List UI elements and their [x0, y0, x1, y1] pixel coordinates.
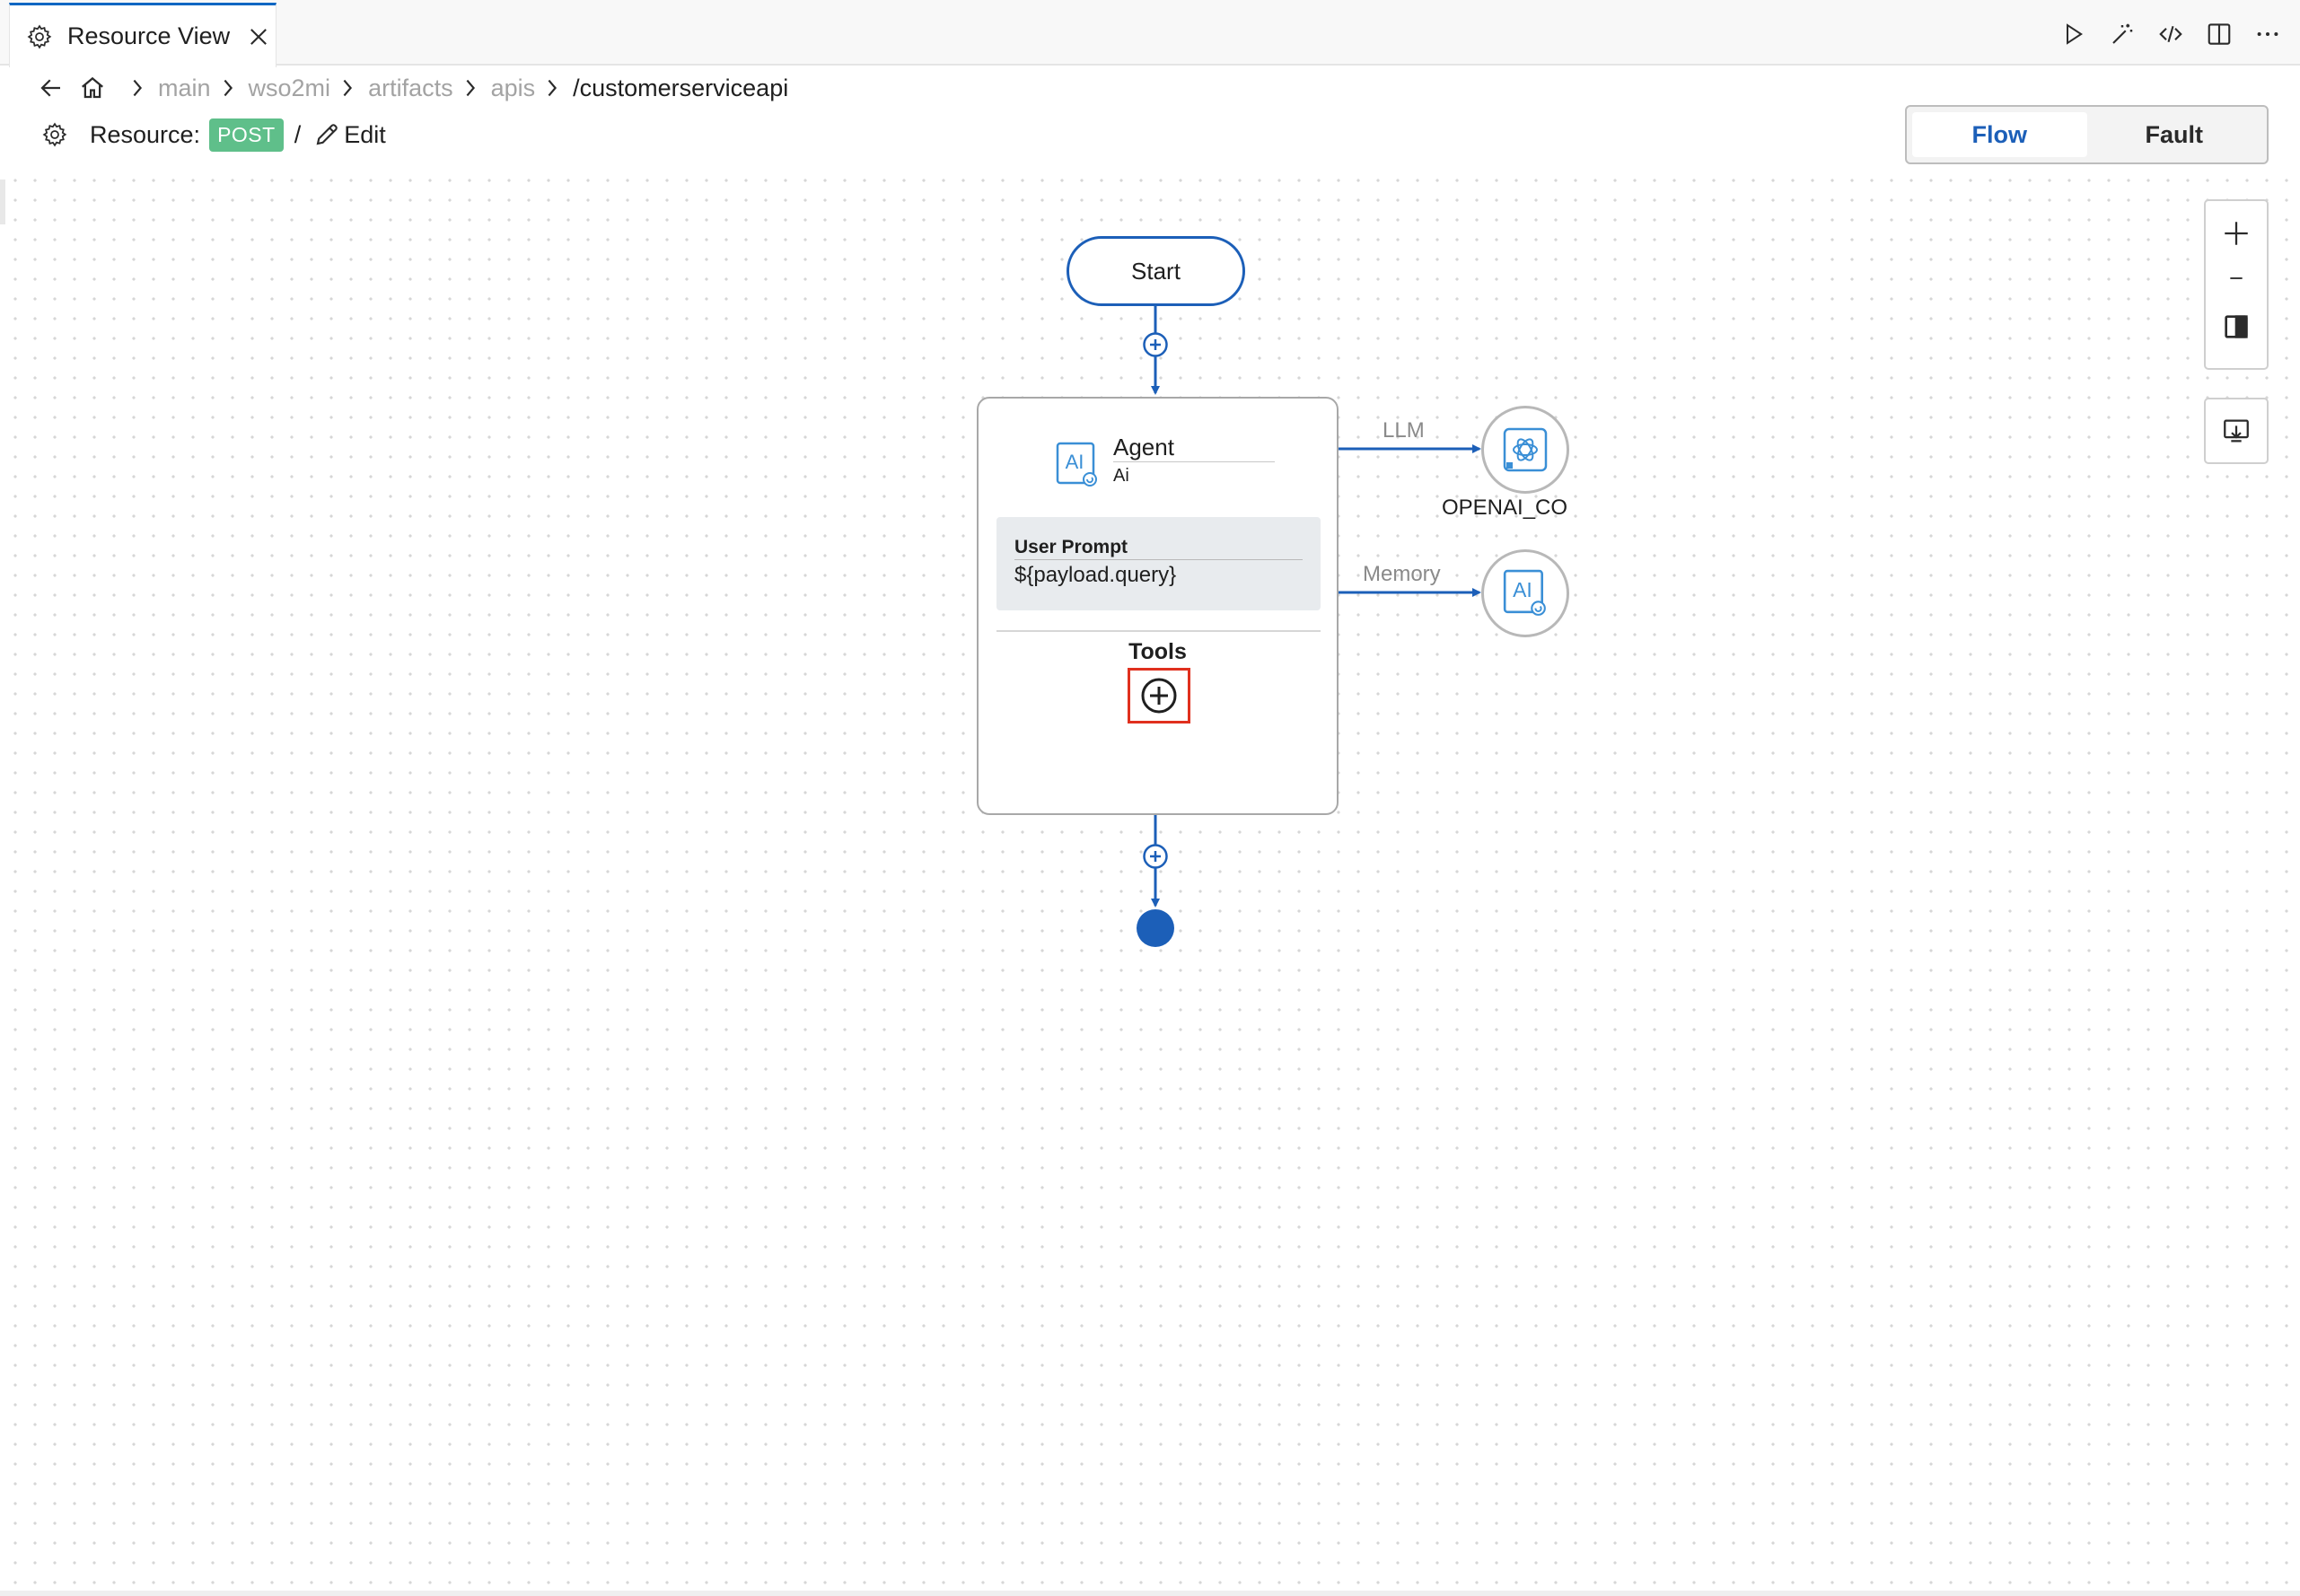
- zoom-controls: [2204, 199, 2269, 370]
- magic-wand-icon: [2112, 23, 2133, 44]
- ai-assist-button[interactable]: [2108, 18, 2137, 50]
- divider: [996, 630, 1321, 632]
- edge-label-memory: Memory: [1363, 562, 1441, 586]
- ellipsis-icon: [2257, 32, 2278, 36]
- tab-fault[interactable]: Fault: [2145, 120, 2204, 148]
- ai-agent-icon: AI: [1056, 442, 1097, 487]
- pencil-icon: [316, 124, 338, 145]
- chevron-right-icon: [129, 76, 149, 100]
- user-prompt-box[interactable]: User Prompt ${payload.query}: [996, 517, 1321, 610]
- home-button[interactable]: [79, 74, 108, 102]
- llm-node-label: OPENAI_CO: [1442, 495, 1568, 520]
- edit-label: Edit: [344, 120, 386, 148]
- path-separator: /: [294, 120, 302, 148]
- editor-actions: [2059, 18, 2282, 50]
- start-label: Start: [1131, 257, 1181, 285]
- play-icon: [2067, 23, 2083, 45]
- zoom-out-button[interactable]: [2206, 260, 2267, 296]
- sidebar-edge: [0, 180, 5, 224]
- svg-text:AI: AI: [1513, 578, 1532, 601]
- show-source-button[interactable]: [2156, 18, 2185, 50]
- add-tool-button[interactable]: [1128, 668, 1190, 723]
- memory-node[interactable]: AI: [1481, 549, 1569, 637]
- arrow-left-icon: [40, 79, 60, 97]
- tab-resource-view[interactable]: Resource View: [9, 3, 277, 67]
- breadcrumb-current: /customerserviceapi: [573, 74, 789, 101]
- run-button[interactable]: [2059, 18, 2088, 50]
- fit-view-button[interactable]: [2206, 307, 2267, 346]
- user-prompt-label: User Prompt: [1014, 537, 1303, 560]
- end-node[interactable]: [1137, 909, 1174, 947]
- breadcrumb-item-artifacts[interactable]: artifacts: [368, 74, 453, 101]
- editor-tab-bar: Resource View: [0, 0, 2300, 67]
- minus-icon: [2230, 277, 2243, 279]
- ai-memory-icon: AI: [1503, 569, 1546, 616]
- start-node[interactable]: Start: [1067, 236, 1245, 306]
- add-node-button[interactable]: [1142, 843, 1169, 870]
- method-badge: POST: [209, 118, 284, 152]
- chevron-right-icon: [339, 76, 359, 100]
- resource-header: Resource: POST / Edit: [41, 115, 386, 154]
- breadcrumb-item-wso2mi[interactable]: wso2mi: [248, 74, 331, 101]
- agent-titles: Agent Ai: [1113, 434, 1275, 488]
- code-icon: [2159, 25, 2182, 43]
- chevron-right-icon: [462, 76, 482, 100]
- fit-view-icon: [2225, 315, 2248, 338]
- edit-resource-button[interactable]: Edit: [313, 121, 386, 149]
- openai-icon: [1503, 427, 1548, 472]
- chevron-right-icon: [544, 76, 564, 100]
- zoom-in-button[interactable]: [2206, 214, 2267, 253]
- user-prompt-value: ${payload.query}: [1014, 563, 1177, 587]
- breadcrumb: main wso2mi artifacts apis /customerserv…: [38, 70, 788, 106]
- resource-label: Resource:: [90, 120, 201, 148]
- agent-title: Agent: [1113, 434, 1275, 462]
- gear-icon: [27, 24, 52, 48]
- agent-header: AI Agent Ai: [1056, 434, 1275, 488]
- split-editor-button[interactable]: [2205, 18, 2234, 50]
- export-diagram-button[interactable]: [2204, 398, 2269, 464]
- gear-icon: [42, 122, 67, 147]
- plus-icon: [2225, 222, 2248, 245]
- llm-node[interactable]: [1481, 406, 1569, 494]
- tab-flow[interactable]: Flow: [1912, 112, 2087, 157]
- breadcrumb-item-apis[interactable]: apis: [490, 74, 536, 101]
- split-editor-icon: [2208, 23, 2231, 45]
- add-node-button[interactable]: [1142, 331, 1169, 358]
- canvas-bottom-edge: [0, 1591, 2300, 1596]
- home-icon: [82, 76, 103, 99]
- breadcrumb-item-main[interactable]: main: [158, 74, 211, 101]
- back-button[interactable]: [38, 74, 66, 102]
- more-actions-button[interactable]: [2253, 18, 2282, 50]
- download-image-icon: [2224, 419, 2249, 443]
- close-icon[interactable]: [246, 24, 271, 49]
- chevron-right-icon: [220, 76, 240, 100]
- agent-subtitle: Ai: [1113, 466, 1129, 486]
- plus-circle-icon: [1141, 678, 1177, 714]
- tools-label: Tools: [1128, 639, 1187, 664]
- svg-text:AI: AI: [1066, 451, 1084, 473]
- tab-title: Resource View: [67, 22, 231, 49]
- edge-label-llm: LLM: [1383, 418, 1425, 443]
- agent-node[interactable]: AI Agent Ai User Prompt ${payload.query}…: [977, 397, 1339, 815]
- flow-fault-toggle: Flow Fault: [1905, 105, 2269, 164]
